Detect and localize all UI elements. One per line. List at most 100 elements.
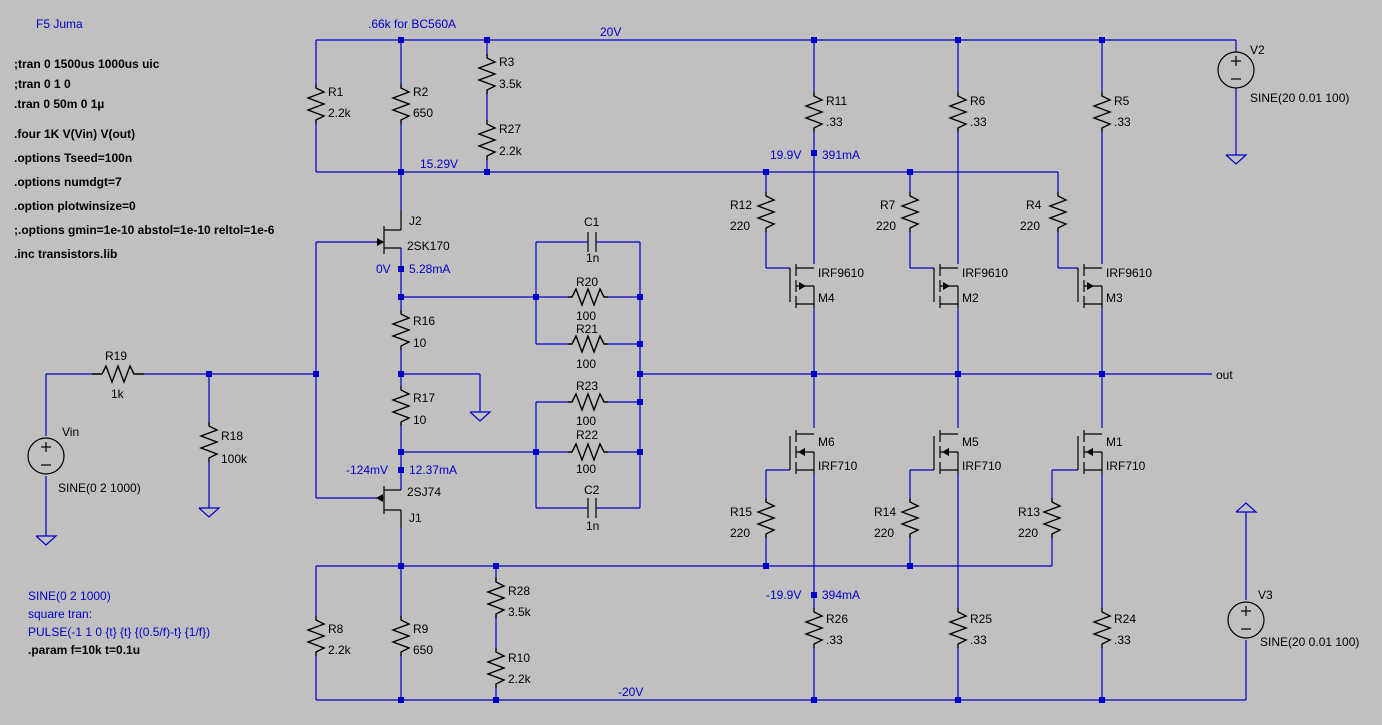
svg-text:0V: 0V — [376, 262, 391, 276]
resistor-R28[interactable] — [486, 578, 506, 618]
mosfet-M6[interactable] — [789, 430, 815, 474]
svg-text:M3: M3 — [1106, 291, 1123, 305]
svg-text:2.2k: 2.2k — [328, 643, 352, 657]
resistor-R27[interactable] — [477, 120, 497, 160]
svg-text:-124mV: -124mV — [346, 463, 388, 477]
svg-text:R12: R12 — [730, 198, 752, 212]
svg-text:C1: C1 — [584, 215, 600, 229]
resistor-R1[interactable] — [306, 84, 326, 124]
svg-text:R2: R2 — [413, 85, 429, 99]
svg-text:220: 220 — [730, 526, 750, 540]
svg-text:220: 220 — [1018, 526, 1038, 540]
resistor-R17[interactable] — [391, 386, 411, 426]
svg-text:R21: R21 — [576, 322, 598, 336]
resistor-R25[interactable] — [948, 608, 968, 648]
resistor-R5[interactable] — [1092, 92, 1112, 132]
svg-text:.33: .33 — [826, 633, 843, 647]
voltage-source-V3[interactable] — [1227, 601, 1265, 639]
mosfet-M5[interactable] — [933, 430, 959, 474]
svg-text:V3: V3 — [1258, 588, 1273, 602]
svg-text:M6: M6 — [818, 435, 835, 449]
svg-text:220: 220 — [874, 526, 894, 540]
resistor-R9[interactable] — [391, 616, 411, 656]
svg-text:R19: R19 — [105, 349, 127, 363]
resistor-R14[interactable] — [900, 498, 920, 538]
svg-text:Vin: Vin — [62, 425, 79, 439]
resistor-R4[interactable] — [1048, 192, 1068, 232]
svg-text:PULSE(-1 1 0 {t} {t} {(0.5/f)-: PULSE(-1 1 0 {t} {t} {(0.5/f)-t} {1/f}) — [28, 625, 210, 639]
svg-text:IRF9610: IRF9610 — [1106, 266, 1152, 280]
resistor-R8[interactable] — [306, 616, 326, 656]
jfet-J2[interactable] — [376, 210, 402, 254]
svg-text:650: 650 — [413, 106, 433, 120]
net-label-vplus: 20V — [600, 25, 621, 39]
svg-text:394mA: 394mA — [822, 588, 860, 602]
resistor-R3[interactable] — [477, 54, 497, 94]
svg-text:R13: R13 — [1018, 505, 1040, 519]
capacitor-C1[interactable] — [587, 232, 597, 252]
svg-text:J1: J1 — [409, 511, 422, 525]
resistor-R11[interactable] — [804, 92, 824, 132]
voltage-source-V2[interactable] — [1217, 51, 1255, 89]
resistor-R21[interactable] — [568, 334, 608, 354]
svg-text:2.2k: 2.2k — [499, 144, 523, 158]
svg-text:SINE(20 0.01 100): SINE(20 0.01 100) — [1250, 91, 1349, 105]
svg-text:100: 100 — [576, 462, 596, 476]
mosfet-M4[interactable] — [789, 264, 815, 308]
spice-directives: ;tran 0 1500us 1000us uic ;tran 0 1 0 .t… — [14, 57, 275, 261]
resistor-R20[interactable] — [568, 287, 608, 307]
resistor-R22[interactable] — [568, 442, 608, 462]
svg-text:3.5k: 3.5k — [499, 77, 523, 91]
resistor-R7[interactable] — [900, 192, 920, 232]
svg-text:R17: R17 — [413, 391, 435, 405]
svg-text:220: 220 — [730, 219, 750, 233]
svg-text:2SJ74: 2SJ74 — [407, 485, 441, 499]
svg-text:.33: .33 — [970, 633, 987, 647]
net-label-bias: 15.29V — [420, 157, 458, 171]
mosfet-M2[interactable] — [933, 264, 959, 308]
svg-text:V2: V2 — [1250, 43, 1265, 57]
jfet-J1[interactable] — [376, 486, 402, 528]
svg-text:220: 220 — [1020, 219, 1040, 233]
svg-text:R9: R9 — [413, 622, 429, 636]
resistor-R12[interactable] — [756, 192, 776, 232]
resistor-R23[interactable] — [568, 392, 608, 412]
resistor-R10[interactable] — [486, 648, 506, 688]
svg-text:IRF710: IRF710 — [1106, 459, 1146, 473]
svg-text:R20: R20 — [576, 275, 598, 289]
svg-text:100k: 100k — [221, 452, 248, 466]
svg-text:M5: M5 — [962, 435, 979, 449]
mosfet-M3[interactable] — [1077, 264, 1103, 308]
svg-text:391mA: 391mA — [822, 148, 860, 162]
svg-text:square tran:: square tran: — [28, 607, 92, 621]
resistor-R6[interactable] — [948, 92, 968, 132]
junctions — [206, 37, 1105, 703]
svg-text:.param f=10k t=0.1u: .param f=10k t=0.1u — [28, 643, 140, 657]
resistor-R26[interactable] — [804, 608, 824, 648]
svg-text:19.9V: 19.9V — [770, 148, 801, 162]
voltage-source-Vin[interactable] — [27, 437, 65, 475]
svg-text:12.37mA: 12.37mA — [409, 463, 457, 477]
svg-text:R27: R27 — [499, 122, 521, 136]
svg-text:2.2k: 2.2k — [508, 672, 532, 686]
mosfet-M1[interactable] — [1077, 430, 1103, 474]
resistor-R18[interactable] — [199, 422, 219, 462]
resistor-R19[interactable] — [92, 364, 144, 384]
svg-text:M2: M2 — [962, 291, 979, 305]
svg-text:.options numdgt=7: .options numdgt=7 — [14, 175, 122, 189]
svg-text:R18: R18 — [221, 429, 243, 443]
svg-text:650: 650 — [413, 643, 433, 657]
resistor-R16[interactable] — [391, 310, 411, 350]
svg-text:100: 100 — [576, 309, 596, 323]
svg-text:220: 220 — [876, 219, 896, 233]
capacitor-C2[interactable] — [587, 498, 597, 518]
resistor-R13[interactable] — [1042, 498, 1062, 538]
resistor-R2[interactable] — [391, 84, 411, 124]
resistor-R24[interactable] — [1092, 608, 1112, 648]
resistor-R15[interactable] — [756, 498, 776, 538]
svg-text:.four 1K V(Vin) V(out): .four 1K V(Vin) V(out) — [14, 127, 135, 141]
svg-text:R6: R6 — [970, 94, 986, 108]
svg-text:R5: R5 — [1114, 94, 1130, 108]
